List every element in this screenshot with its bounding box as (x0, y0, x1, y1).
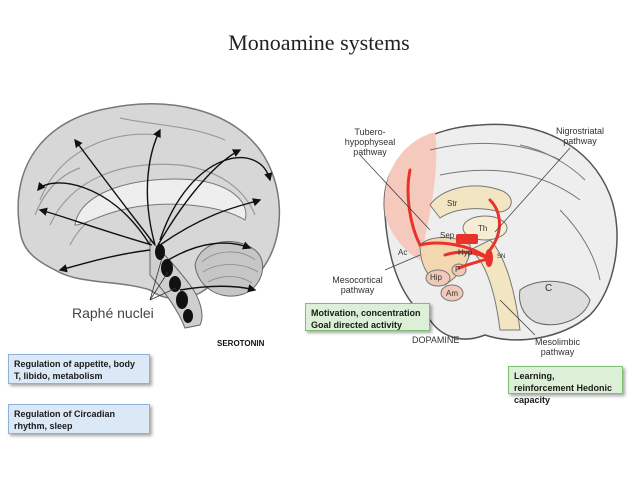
region-sn: SN (497, 254, 506, 260)
mesolimbic-pathway-label: Mesolimbic pathway (534, 337, 580, 357)
mesocortical-function-box: Motivation, concentration Goal directed … (305, 303, 430, 331)
region-p: P (455, 265, 461, 274)
region-sep: Sep (440, 231, 455, 240)
corpus-callosum (74, 178, 247, 226)
amygdala-region (440, 284, 464, 302)
region-str: Str (447, 199, 458, 208)
raphe-nuclei-cluster (155, 244, 193, 323)
region-hyp: Hyp (458, 248, 473, 257)
region-ac: Ac (398, 248, 408, 257)
mesocortical-cortex-region (384, 132, 437, 260)
hippocampus-region (425, 269, 451, 287)
raphe-callout-lines (149, 257, 177, 301)
region-am: Am (446, 289, 458, 298)
serotonin-circadian-box: Regulation of Circadian rhythm, sleep (8, 404, 150, 434)
substantia-nigra-marker (456, 234, 478, 244)
vta-marker (485, 249, 493, 267)
page-title: Monoamine systems (228, 30, 410, 55)
region-c: C (545, 283, 553, 294)
dopamine-cerebellum (519, 280, 591, 326)
region-hip: Hip (430, 273, 443, 282)
nigrostriatal-pathway-label: Nigrostriatal pathway (555, 126, 604, 146)
mesocortical-pathway-label: Mesocortical pathway (332, 275, 383, 295)
mesolimbic-function-box: Learning, reinforcement Hedonic capacity (508, 366, 623, 405)
serotonin-appetite-box: Regulation of appetite, body T, libido, … (8, 354, 150, 384)
dopamine-label: DOPAMINE (412, 335, 460, 345)
region-th: Th (478, 224, 488, 233)
serotonin-projections (37, 128, 273, 293)
serotonin-label: SEROTONIN (217, 339, 265, 348)
raphe-nuclei-label: Raphé nuclei (72, 305, 154, 321)
striatum-region (429, 185, 512, 219)
tubero-pathway-label: Tubero-hypophyseal pathway (344, 127, 396, 157)
